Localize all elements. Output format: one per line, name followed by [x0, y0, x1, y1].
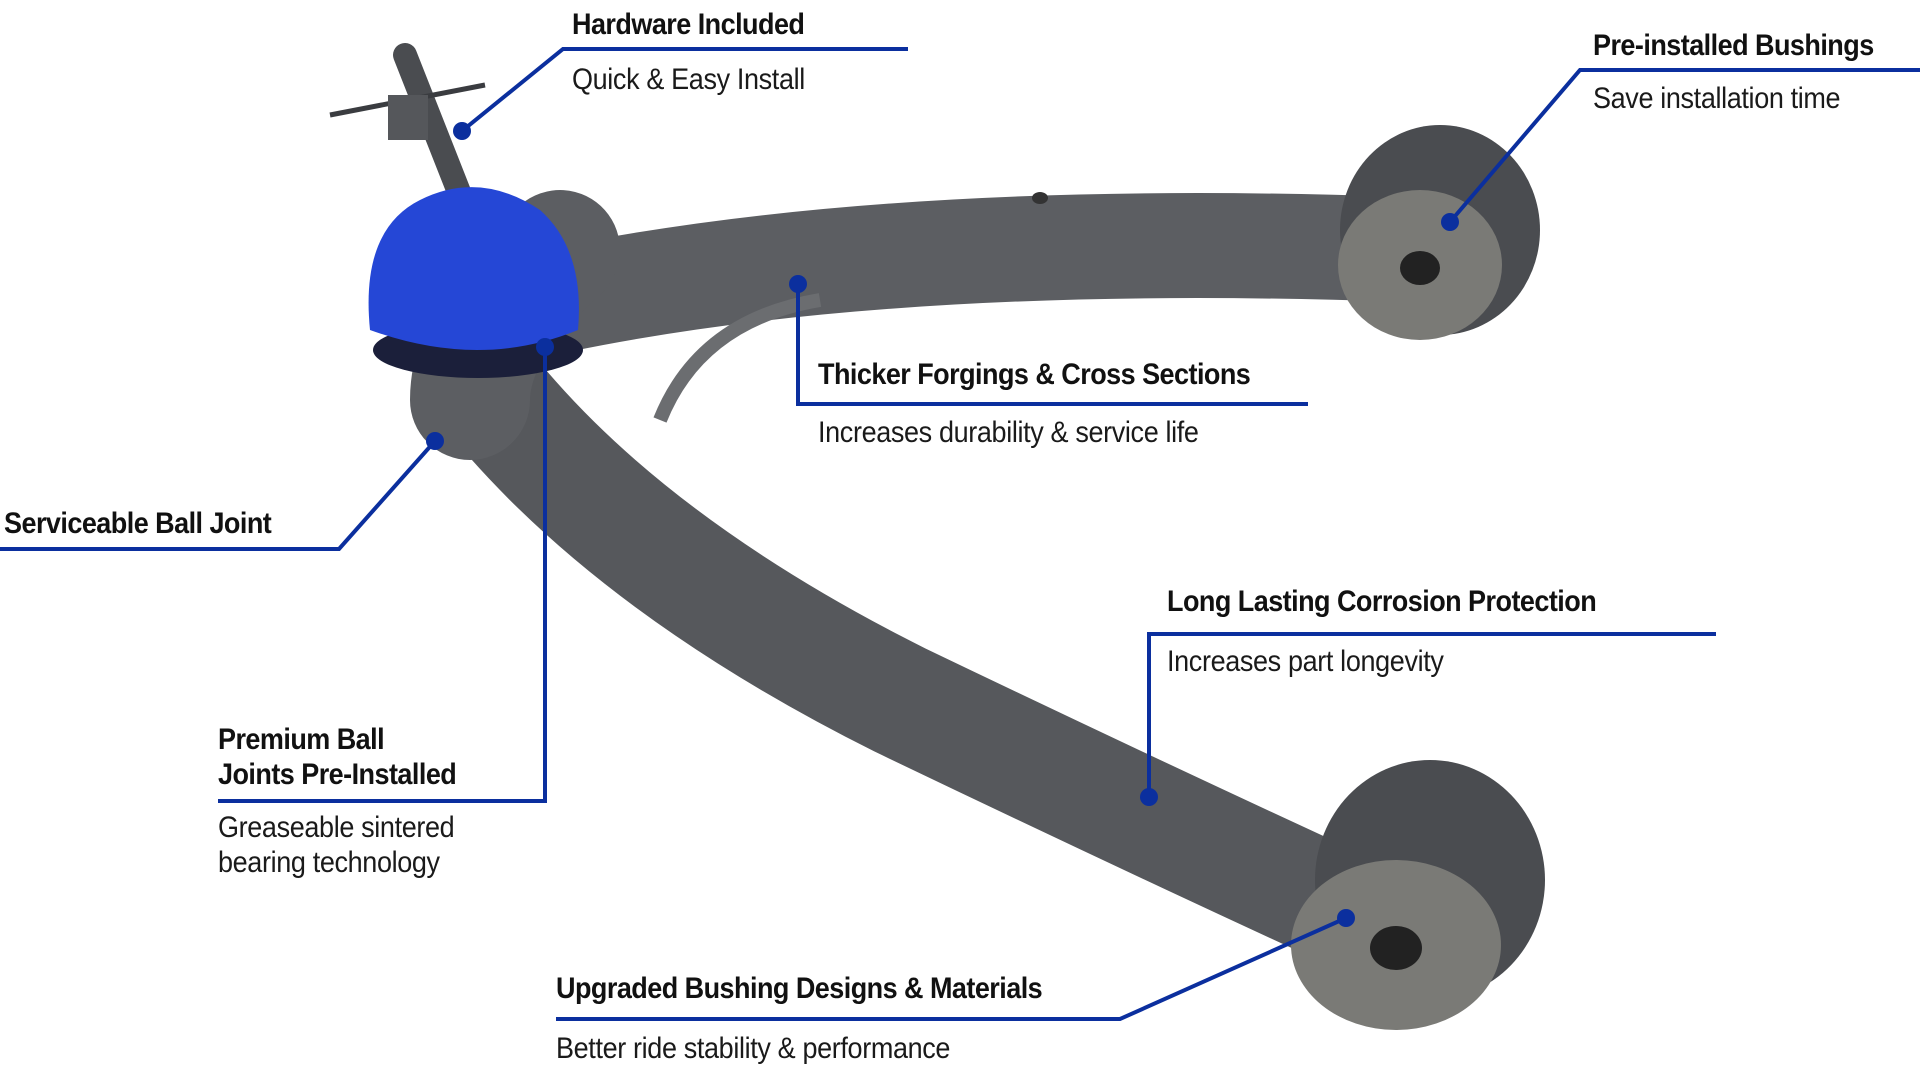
callout-title-bushings: Pre-installed Bushings: [1593, 29, 1874, 62]
control-arm: [410, 190, 1473, 988]
ball-joint: [329, 43, 583, 378]
callout-title-premium-2: Joints Pre-Installed: [218, 758, 457, 791]
callout-title-forgings: Thicker Forgings & Cross Sections: [818, 358, 1251, 391]
callout-subtitle-hardware: Quick & Easy Install: [572, 63, 805, 96]
callout-subtitle-premium-1: Greaseable sintered: [218, 811, 455, 844]
callout-lines: [0, 47, 1920, 1021]
callout-title-premium-1: Premium Ball: [218, 723, 385, 756]
callout-subtitle-corrosion: Increases part longevity: [1167, 645, 1444, 678]
callout-title-bushing-designs: Upgraded Bushing Designs & Materials: [556, 972, 1043, 1005]
callout-title-serviceable: Serviceable Ball Joint: [4, 507, 272, 540]
lower-bushing: [1291, 760, 1545, 1030]
callout-title-corrosion: Long Lasting Corrosion Protection: [1167, 585, 1597, 618]
upper-bushing: [1338, 125, 1540, 340]
callout-subtitle-bushing-designs: Better ride stability & performance: [556, 1032, 951, 1065]
callout-dots: [426, 122, 1459, 927]
callout-subtitle-premium-2: bearing technology: [218, 846, 440, 879]
callout-title-hardware: Hardware Included: [572, 8, 805, 41]
callout-subtitle-bushings: Save installation time: [1593, 82, 1841, 115]
callout-subtitle-forgings: Increases durability & service life: [818, 416, 1199, 449]
